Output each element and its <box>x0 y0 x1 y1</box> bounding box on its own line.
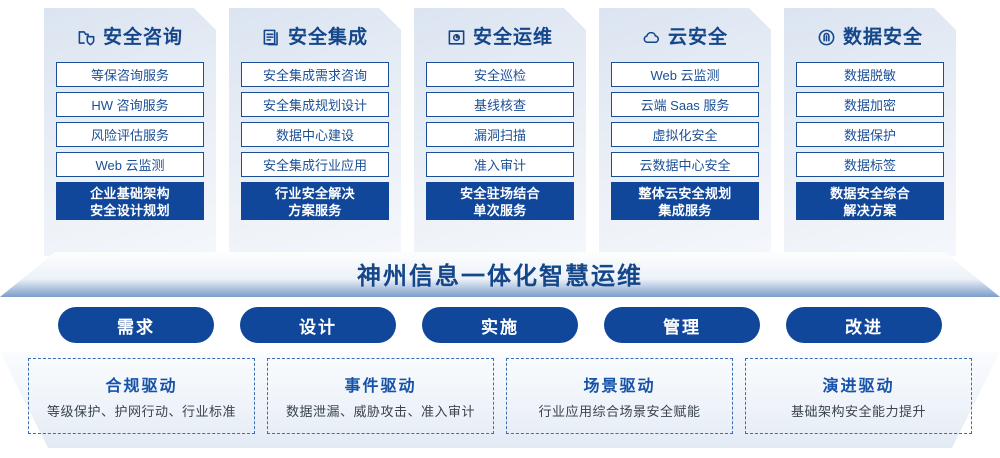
pillar-header: 云安全 <box>642 22 728 52</box>
pillar-item[interactable]: 数据加密 <box>796 92 944 117</box>
driver-compliance[interactable]: 合规驱动 等级保护、护网行动、行业标准 <box>28 358 255 434</box>
pillar-highlight-line1: 整体云安全规划 <box>638 186 732 201</box>
pillar-highlight-line2: 方案服务 <box>288 203 342 218</box>
pillar-item[interactable]: 安全集成行业应用 <box>241 152 389 177</box>
pillar-item[interactable]: 数据标签 <box>796 152 944 177</box>
pillar-item[interactable]: 安全巡检 <box>426 62 574 87</box>
pillar-title: 安全咨询 <box>102 26 183 48</box>
pillar-item[interactable]: Web 云监测 <box>56 152 204 177</box>
pillar-card-security-operations[interactable]: 安全运维 安全巡检 基线核查 漏洞扫描 准入审计 安全驻场结合 单次服务 <box>414 8 586 256</box>
driver-evolution[interactable]: 演进驱动 基础架构安全能力提升 <box>745 358 972 434</box>
pillar-title: 安全集成 <box>287 26 368 48</box>
pillar-highlight[interactable]: 整体云安全规划 集成服务 <box>611 182 759 220</box>
pillar-highlight-line2: 集成服务 <box>658 203 712 218</box>
pillar-highlight-line2: 解决方案 <box>843 203 897 218</box>
pillar-item[interactable]: HW 咨询服务 <box>56 92 204 117</box>
platform-banner: 神州信息一体化智慧运维 <box>0 252 1000 297</box>
drivers-section: 合规驱动 等级保护、护网行动、行业标准 事件驱动 数据泄漏、威胁攻击、准入审计 … <box>0 352 1000 448</box>
pillar-highlight-line1: 数据安全综合 <box>830 186 910 201</box>
banner-title: 神州信息一体化智慧运维 <box>357 262 643 290</box>
pillar-item-list: 数据脱敏 数据加密 数据保护 数据标签 数据安全综合 解决方案 <box>796 62 944 220</box>
process-steps: 需求 设计 实施 管理 改进 <box>0 307 1000 343</box>
pillar-highlight-line1: 安全驻场结合 <box>460 186 540 201</box>
pillar-highlight[interactable]: 数据安全综合 解决方案 <box>796 182 944 220</box>
pillar-card-security-consulting[interactable]: 安全咨询 等保咨询服务 HW 咨询服务 风险评估服务 Web 云监测 企业基础架… <box>44 8 216 256</box>
pillar-item[interactable]: 漏洞扫描 <box>426 122 574 147</box>
process-step-requirement[interactable]: 需求 <box>58 307 214 343</box>
folder-shield-icon <box>77 28 96 47</box>
driver-incident[interactable]: 事件驱动 数据泄漏、威胁攻击、准入审计 <box>267 358 494 434</box>
process-step-management[interactable]: 管理 <box>604 307 760 343</box>
pillar-card-security-integration[interactable]: 安全集成 安全集成需求咨询 安全集成规划设计 数据中心建设 安全集成行业应用 行… <box>229 8 401 256</box>
pillar-header: 安全咨询 <box>77 22 183 52</box>
pillar-highlight[interactable]: 企业基础架构 安全设计规划 <box>56 182 204 220</box>
pillar-highlight-line1: 企业基础架构 <box>90 186 170 201</box>
process-step-design[interactable]: 设计 <box>240 307 396 343</box>
driver-title: 演进驱动 <box>822 378 895 395</box>
driver-description: 等级保护、护网行动、行业标准 <box>46 404 236 419</box>
pillar-item[interactable]: 安全集成规划设计 <box>241 92 389 117</box>
pillar-item-list: Web 云监测 云端 Saas 服务 虚拟化安全 云数据中心安全 整体云安全规划… <box>611 62 759 220</box>
pillar-title: 云安全 <box>667 26 728 48</box>
monitor-chart-icon <box>447 28 466 47</box>
pillar-item[interactable]: 等保咨询服务 <box>56 62 204 87</box>
pillar-item[interactable]: Web 云监测 <box>611 62 759 87</box>
cloud-icon <box>642 28 661 47</box>
pillar-highlight-line2: 安全设计规划 <box>90 203 170 218</box>
driver-scenario[interactable]: 场景驱动 行业应用综合场景安全赋能 <box>506 358 733 434</box>
driver-title: 事件驱动 <box>344 378 417 395</box>
driver-description: 行业应用综合场景安全赋能 <box>538 404 701 419</box>
pillar-header: 安全集成 <box>262 22 368 52</box>
driver-title: 合规驱动 <box>105 378 178 395</box>
pillar-item-list: 等保咨询服务 HW 咨询服务 风险评估服务 Web 云监测 企业基础架构 安全设… <box>56 62 204 220</box>
pillar-header: 数据安全 <box>817 22 923 52</box>
driver-description: 数据泄漏、威胁攻击、准入审计 <box>285 404 475 419</box>
pillar-item[interactable]: 风险评估服务 <box>56 122 204 147</box>
pillar-item[interactable]: 准入审计 <box>426 152 574 177</box>
pillar-highlight-line2: 单次服务 <box>473 203 527 218</box>
process-step-implementation[interactable]: 实施 <box>422 307 578 343</box>
process-step-improvement[interactable]: 改进 <box>786 307 942 343</box>
pillar-item[interactable]: 虚拟化安全 <box>611 122 759 147</box>
pillar-highlight[interactable]: 行业安全解决 方案服务 <box>241 182 389 220</box>
documents-copy-icon <box>262 28 281 47</box>
pillar-highlight-line1: 行业安全解决 <box>275 186 355 201</box>
pillar-item[interactable]: 云端 Saas 服务 <box>611 92 759 117</box>
driver-description: 基础架构安全能力提升 <box>790 404 926 419</box>
pillar-item[interactable]: 基线核查 <box>426 92 574 117</box>
pillar-title: 数据安全 <box>842 26 923 48</box>
pillar-item[interactable]: 数据脱敏 <box>796 62 944 87</box>
capability-pillars: 安全咨询 等保咨询服务 HW 咨询服务 风险评估服务 Web 云监测 企业基础架… <box>0 8 1000 256</box>
pillar-item[interactable]: 安全集成需求咨询 <box>241 62 389 87</box>
fingerprint-icon <box>817 28 836 47</box>
pillar-item[interactable]: 数据中心建设 <box>241 122 389 147</box>
pillar-item[interactable]: 数据保护 <box>796 122 944 147</box>
drivers-list: 合规驱动 等级保护、护网行动、行业标准 事件驱动 数据泄漏、威胁攻击、准入审计 … <box>28 358 972 434</box>
driver-title: 场景驱动 <box>583 378 656 395</box>
drivers-shape <box>0 352 1000 448</box>
pillar-card-data-security[interactable]: 数据安全 数据脱敏 数据加密 数据保护 数据标签 数据安全综合 解决方案 <box>784 8 956 256</box>
pillar-card-cloud-security[interactable]: 云安全 Web 云监测 云端 Saas 服务 虚拟化安全 云数据中心安全 整体云… <box>599 8 771 256</box>
pillar-header: 安全运维 <box>447 22 553 52</box>
pillar-item-list: 安全巡检 基线核查 漏洞扫描 准入审计 安全驻场结合 单次服务 <box>426 62 574 220</box>
pillar-item-list: 安全集成需求咨询 安全集成规划设计 数据中心建设 安全集成行业应用 行业安全解决… <box>241 62 389 220</box>
pillar-item[interactable]: 云数据中心安全 <box>611 152 759 177</box>
pillar-highlight[interactable]: 安全驻场结合 单次服务 <box>426 182 574 220</box>
pillar-title: 安全运维 <box>472 26 553 48</box>
